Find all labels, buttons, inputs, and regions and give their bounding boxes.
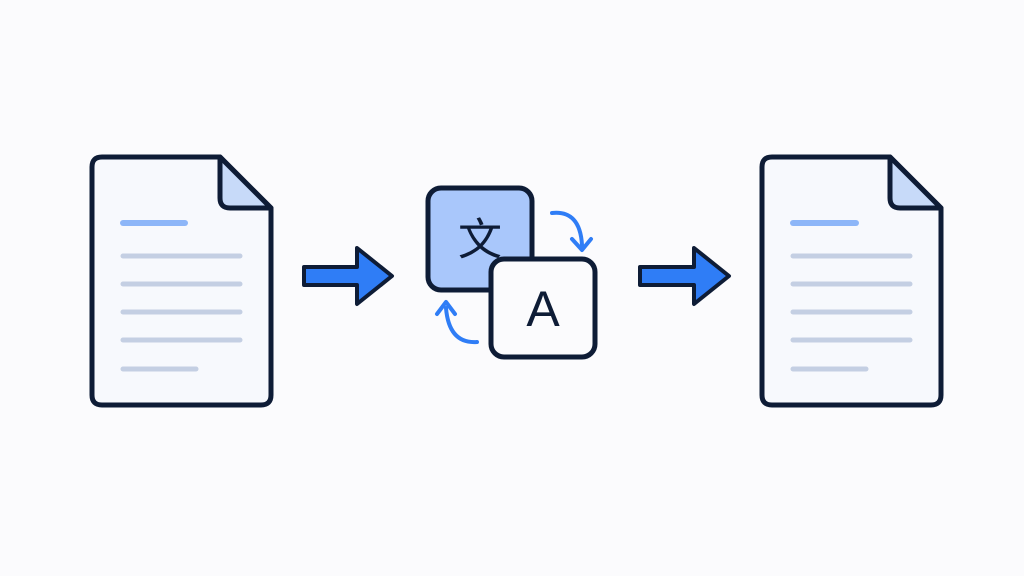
translated-document-icon xyxy=(759,154,944,408)
arrow-right-icon xyxy=(638,246,731,306)
translated-document-page xyxy=(759,154,944,408)
rotate-counterclockwise-arrow-icon xyxy=(435,300,479,345)
source-document-fold xyxy=(217,154,274,211)
translate-icon: 文 A xyxy=(425,185,598,360)
translated-document-fold xyxy=(887,154,944,211)
target-language-tile xyxy=(488,256,598,360)
source-language-glyph: 文 xyxy=(458,215,502,266)
target-language-glyph: A xyxy=(526,281,560,337)
source-document-icon xyxy=(89,154,274,408)
source-document-page xyxy=(89,154,274,408)
rotate-clockwise-arrow-icon xyxy=(550,210,593,252)
arrow-right-icon xyxy=(302,246,394,306)
